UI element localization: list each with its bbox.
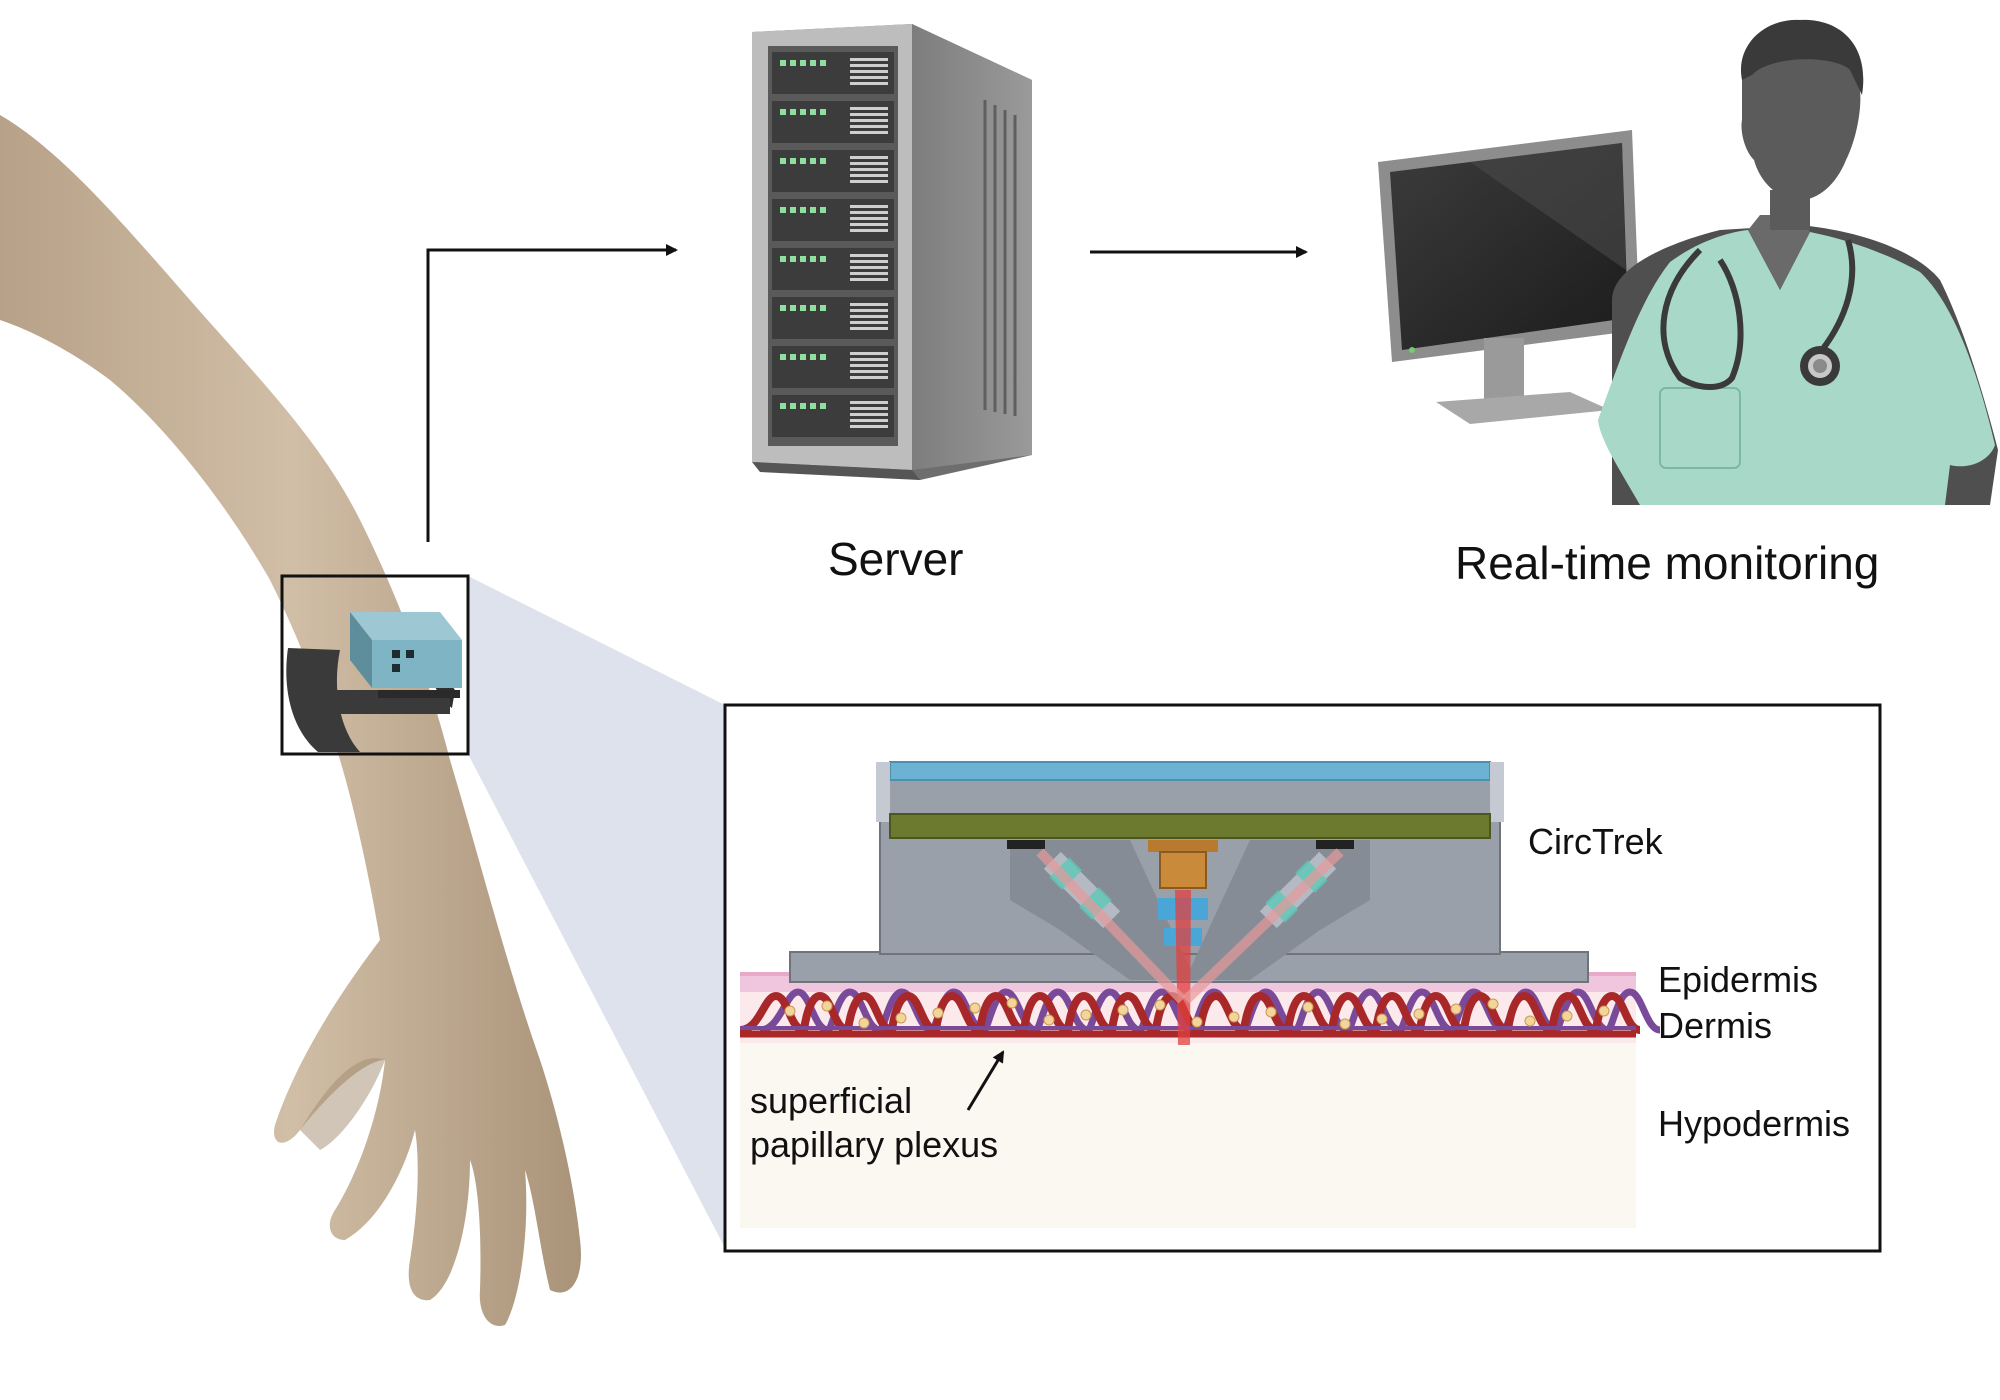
plexus-label-line1: superficial [750, 1080, 913, 1121]
epidermis-label: Epidermis [1658, 959, 1819, 1000]
rack-unit [772, 248, 894, 290]
blood-cell-dot [969, 1002, 981, 1014]
wearable-highlight-box [280, 574, 470, 756]
blood-cell-dot [1154, 999, 1166, 1011]
blood-cell-dot [1006, 997, 1018, 1009]
blood-cell-dot [895, 1012, 907, 1024]
blood-cell-dot [1450, 1003, 1462, 1015]
blood-cell-dot [784, 1005, 796, 1017]
arm-with-wearable-icon [0, 115, 581, 1326]
blood-cell-dot [1561, 1010, 1573, 1022]
zoom-wedge [468, 576, 725, 1248]
circtrek-device [789, 761, 1589, 1045]
blood-cell-dot [1302, 1001, 1314, 1013]
rack-unit [772, 395, 894, 437]
device-detail-panel [723, 703, 1882, 1253]
hypodermis-label: Hypodermis [1658, 1103, 1851, 1144]
rack-unit [772, 150, 894, 192]
server-rack-icon [752, 24, 1032, 480]
monitoring-label: Real-time monitoring [1455, 537, 1880, 589]
blood-cell-dot [821, 1000, 833, 1012]
dermis-label: Dermis [1658, 1005, 1772, 1046]
blood-cell-dot [1117, 1004, 1129, 1016]
blood-cell-dot [858, 1017, 870, 1029]
blood-cell-dot [1339, 1018, 1351, 1030]
rack-unit [772, 199, 894, 241]
blood-cell-dot [1265, 1006, 1277, 1018]
blood-cell-dot [932, 1007, 944, 1019]
arrow-wearable-to-server [426, 244, 678, 542]
rack-unit [772, 52, 894, 94]
plexus-label-line2: papillary plexus [750, 1124, 999, 1165]
blood-cell-dot [1524, 1015, 1536, 1027]
blood-cell-dot [1043, 1014, 1055, 1026]
doctor-at-monitor-icon [1378, 19, 1998, 505]
blood-cell-dot [1413, 1008, 1425, 1020]
blood-cell-dot [1228, 1011, 1240, 1023]
hypodermis-layer [740, 1040, 1636, 1228]
blood-cell-dot [1080, 1009, 1092, 1021]
rack-unit [772, 297, 894, 339]
arrow-to-plexus [966, 1050, 1005, 1111]
blood-cell-dot [1598, 1005, 1610, 1017]
blood-cell-dot [1376, 1013, 1388, 1025]
circtrek-label: CircTrek [1528, 821, 1663, 862]
blood-cell-dot [1487, 998, 1499, 1010]
rack-unit [772, 346, 894, 388]
server-label: Server [828, 533, 964, 585]
blood-cell-dot [1191, 1016, 1203, 1028]
rack-unit [772, 101, 894, 143]
